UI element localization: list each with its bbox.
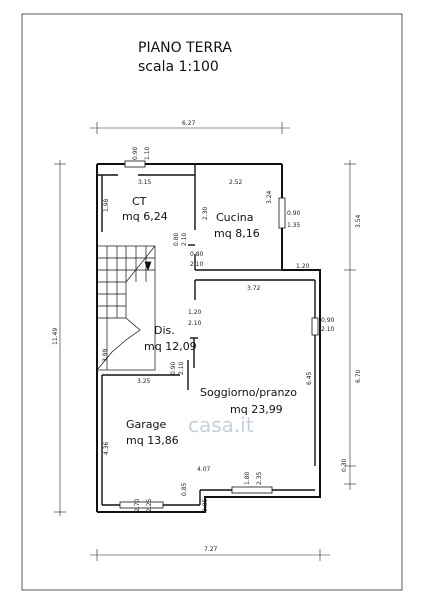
dim-cucina-width: 2.52: [229, 179, 243, 186]
room-dis-name: Dis.: [154, 324, 175, 337]
dim-right-window-b: 2.10: [321, 326, 335, 333]
dim-garage-door-b: 2.25: [146, 498, 153, 512]
dim-dis-door-a: 1.20: [188, 309, 202, 316]
dim-ct-window-a: 0.90: [132, 146, 139, 160]
room-ct-area: mq 6,24: [122, 210, 168, 223]
dim-top-total: 6.27: [182, 120, 196, 127]
dim-ct-door-a: 0.80: [173, 232, 180, 246]
dim-garage-small-a: 0.85: [181, 482, 188, 496]
dim-dis-door-b: 2.10: [188, 320, 202, 327]
dim-cucina-height: 3.24: [266, 190, 273, 204]
dim-bottom-total: 7.27: [204, 546, 218, 553]
dim-right-lower: 6.70: [355, 369, 362, 383]
room-soggiorno-area: mq 23,99: [230, 403, 283, 416]
page-frame: [21, 13, 403, 591]
dim-cucina-door-a: 0.80: [190, 251, 204, 258]
room-garage-name: Garage: [126, 418, 167, 431]
room-cucina-name: Cucina: [216, 211, 253, 224]
dim-ct-height: 1.98: [103, 198, 110, 212]
interior-walls: [97, 164, 316, 506]
dim-dis-lower-door-a: 0.90: [170, 361, 177, 375]
dim-step: 1.20: [296, 263, 310, 270]
dim-cucina-window-a: 0.90: [287, 210, 301, 217]
dim-ct-door-b: 2.10: [181, 232, 188, 246]
wall-openings: [119, 160, 319, 509]
dim-right-upper: 3.54: [355, 214, 362, 228]
dim-soggiorno-height: 6.45: [306, 371, 313, 385]
room-soggiorno-name: Soggiorno/pranzo: [200, 386, 297, 399]
dim-garage-small-b: 0.85: [202, 498, 209, 512]
dim-stair-height: 3.99: [102, 348, 109, 362]
dim-french-window-a: 1.80: [244, 471, 251, 485]
dim-french-window-b: 2.35: [256, 471, 263, 485]
dim-garage-width: 3.25: [137, 378, 151, 385]
dim-cucina-door-b: 2.10: [190, 261, 204, 268]
plan-title: PIANO TERRA: [138, 40, 232, 56]
dim-soggiorno-bottom: 4.07: [197, 466, 211, 473]
dim-ct-window-b: 1.10: [144, 146, 151, 160]
room-ct-name: CT: [132, 195, 147, 208]
dim-left-total: 11.49: [52, 328, 59, 345]
dim-dis-lower-door-b: 2.10: [178, 361, 185, 375]
dim-soggiorno-width: 3.72: [247, 285, 261, 292]
dim-ct-wall: 2.30: [202, 206, 209, 220]
dimension-lines: [54, 122, 356, 561]
dim-garage-height: 4.36: [103, 441, 110, 455]
dim-right-step: 0.30: [341, 458, 348, 472]
dim-ct-width: 3.15: [138, 179, 152, 186]
room-garage-area: mq 13,86: [126, 434, 179, 447]
room-dis-area: mq 12,09: [144, 340, 197, 353]
staircase: [96, 245, 156, 371]
dim-cucina-window-b: 1.35: [287, 222, 301, 229]
watermark-text: casa.it: [188, 413, 254, 437]
dim-garage-door-a: 2.70: [134, 498, 141, 512]
plan-scale: scala 1:100: [138, 59, 219, 75]
dim-right-window-a: 0.90: [321, 317, 335, 324]
room-cucina-area: mq 8,16: [214, 227, 260, 240]
